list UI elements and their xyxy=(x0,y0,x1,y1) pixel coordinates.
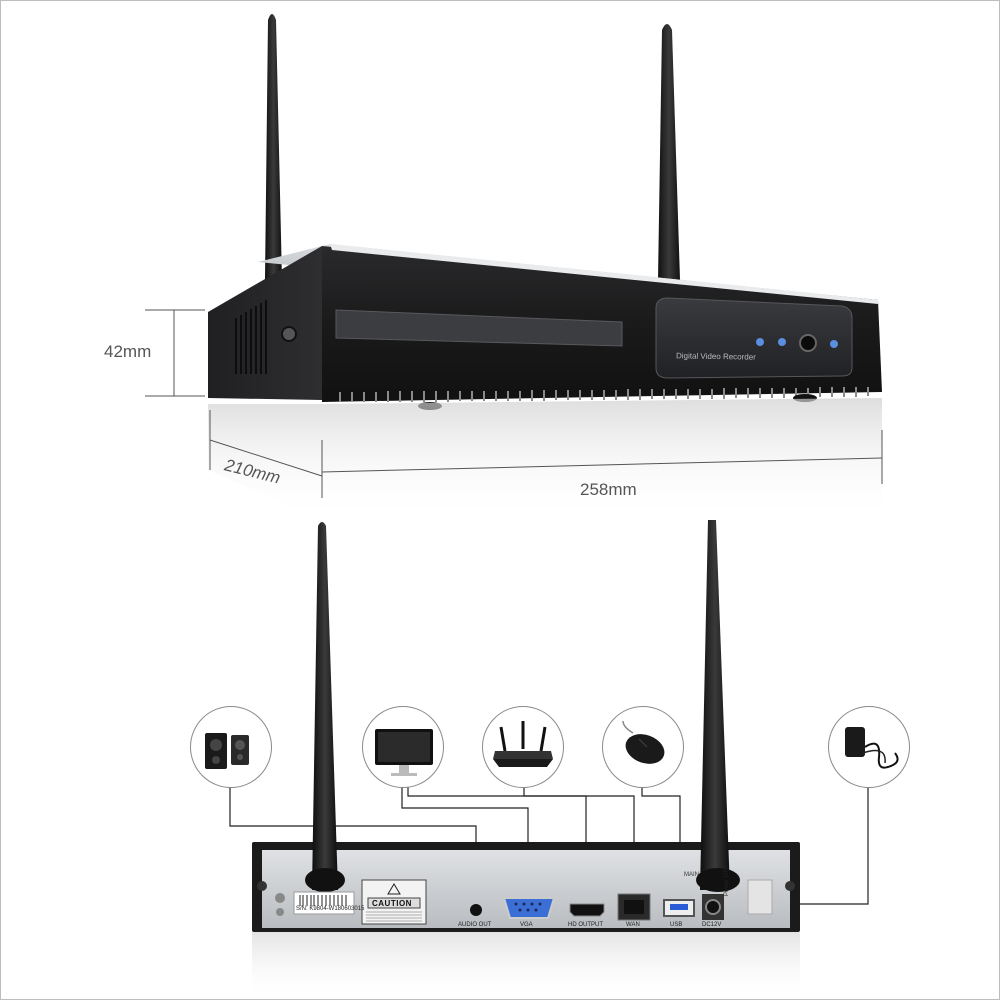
rear-left-antenna xyxy=(312,522,338,890)
antenna-main-label: MAIN xyxy=(684,872,699,878)
speaker-icon xyxy=(205,733,249,769)
speaker-callout xyxy=(190,706,272,788)
mouse-callout xyxy=(602,706,684,788)
right-antenna xyxy=(658,24,680,280)
rear-view-illustration xyxy=(229,520,869,1000)
power-adapter-callout xyxy=(828,706,910,788)
width-dimension-label: 258mm xyxy=(580,480,637,499)
power-switch xyxy=(747,879,773,915)
rear-right-antenna xyxy=(700,520,730,890)
router-callout xyxy=(482,706,564,788)
status-led-3 xyxy=(830,340,838,348)
wan-label: WAN xyxy=(626,922,640,928)
hd-output-label: HD OUTPUT xyxy=(568,922,603,928)
audio-out-label: AUDIO OUT xyxy=(458,922,492,928)
monitor-icon xyxy=(375,729,433,776)
power-adapter-icon xyxy=(845,727,899,769)
router-icon xyxy=(493,721,553,767)
dc12v-port xyxy=(705,899,721,915)
left-antenna xyxy=(265,14,282,280)
usb-label: USB xyxy=(670,922,683,928)
height-dimension-label: 42mm xyxy=(104,342,152,361)
status-led-2 xyxy=(778,338,786,346)
ir-receiver xyxy=(799,334,817,352)
caution-label: CAUTION xyxy=(372,899,412,908)
status-led-1 xyxy=(756,338,764,346)
front-view-illustration xyxy=(145,14,883,520)
monitor-callout xyxy=(362,706,444,788)
vga-label: VGA xyxy=(520,922,533,928)
hdmi-port xyxy=(569,903,605,917)
audio-out-port xyxy=(470,904,482,916)
serial-number-label: S/N: K9804-W180603015 xyxy=(296,906,365,912)
dc12v-label: DC12V xyxy=(702,922,722,928)
mouse-icon xyxy=(622,720,665,764)
